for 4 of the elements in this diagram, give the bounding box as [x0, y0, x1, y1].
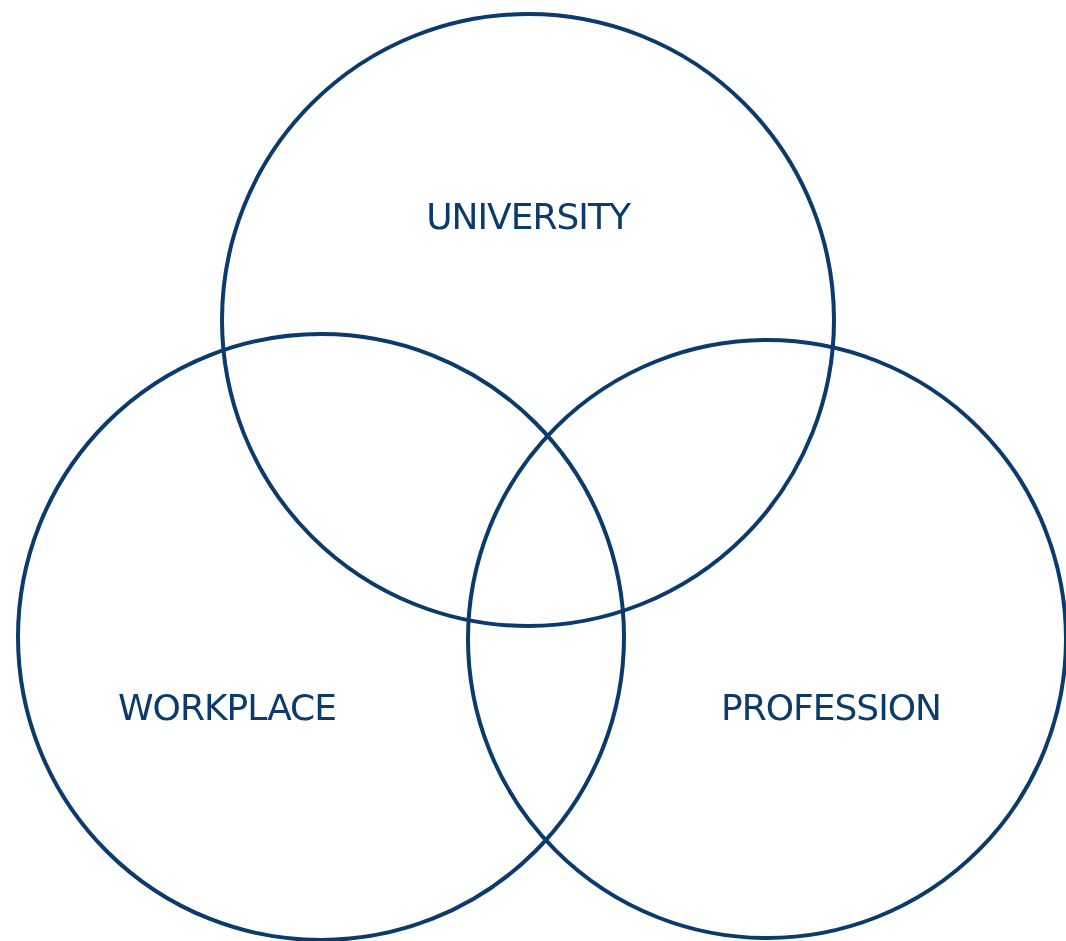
- circle-label: PROFESSION: [720, 686, 942, 728]
- circle-label: WORKPLACE: [118, 686, 336, 728]
- venn-circle: [220, 12, 836, 628]
- circle-label: UNIVERSITY: [426, 195, 630, 237]
